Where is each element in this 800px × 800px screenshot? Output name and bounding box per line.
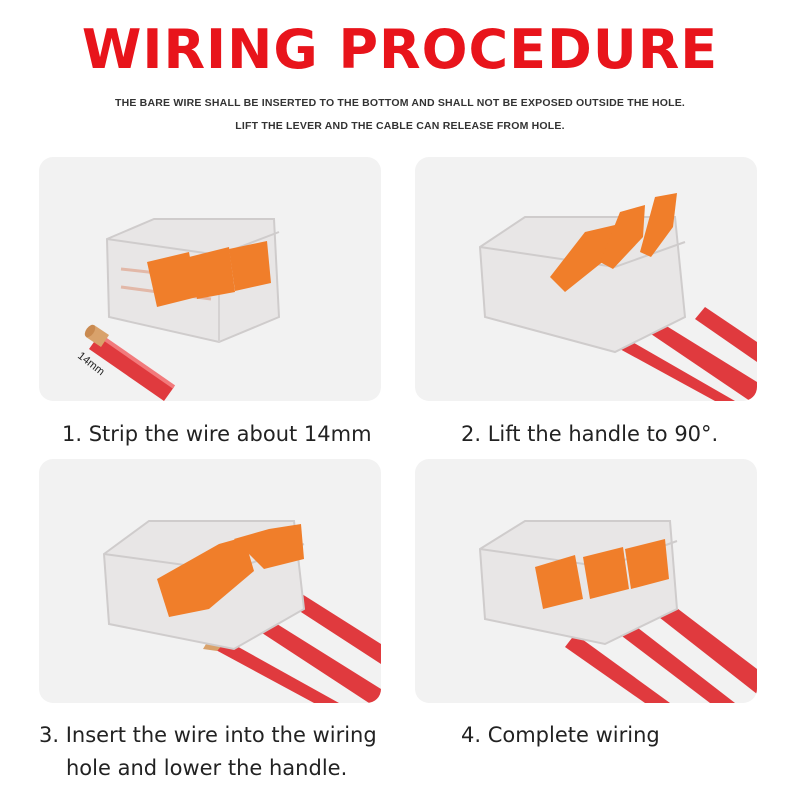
step-2-image (415, 157, 757, 401)
step-3-caption-line-2: hole and lower the handle. (66, 756, 348, 780)
instruction-line-2: LIFT THE LEVER AND THE CABLE CAN RELEASE… (235, 120, 565, 132)
step-3-image (39, 459, 381, 703)
instruction-line-1: THE BARE WIRE SHALL BE INSERTED TO THE B… (114, 97, 686, 109)
step-4-image (415, 459, 757, 703)
step-2-caption: 2. Lift the handle to 90°. (461, 422, 719, 446)
step-1-caption: 1. Strip the wire about 14mm (62, 422, 372, 446)
page-title: WIRING PROCEDURE (81, 18, 719, 81)
step-1-image: 14mm (39, 157, 381, 401)
step-4-caption: 4. Complete wiring (461, 723, 660, 747)
step-3-caption-line-1: 3. Insert the wire into the wiring (39, 723, 377, 747)
